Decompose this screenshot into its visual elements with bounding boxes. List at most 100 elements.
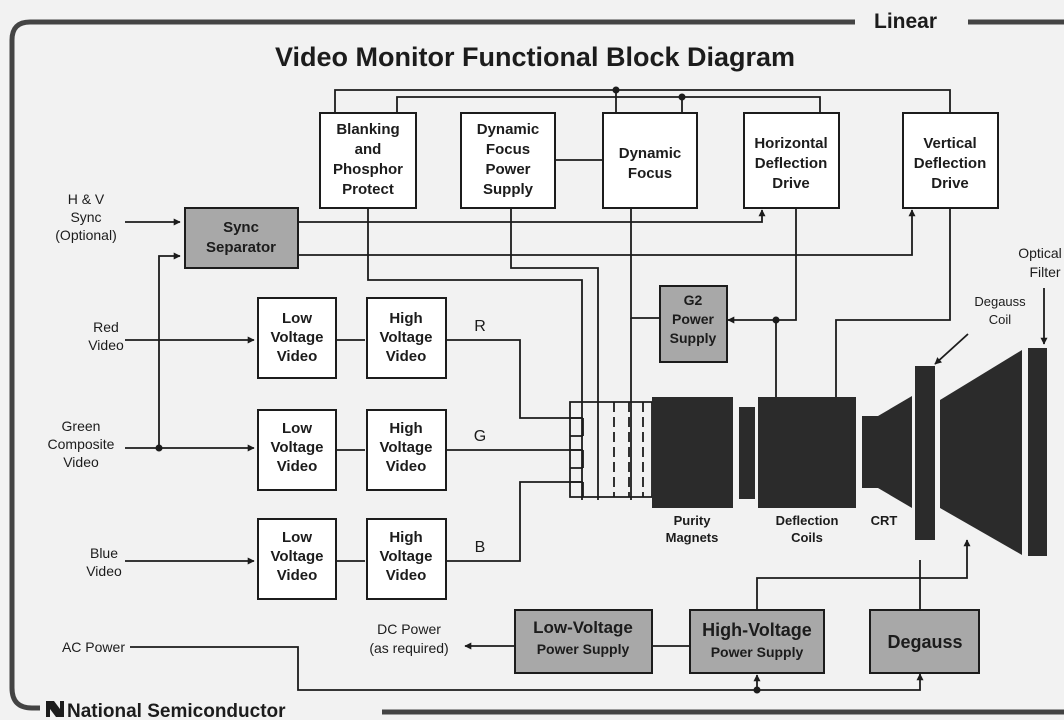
crt-assembly (652, 348, 1047, 556)
red-video-label-2: Video (88, 337, 124, 353)
low-voltage-video-blue-block (257, 518, 337, 600)
red-video-label-1: Red (93, 319, 119, 335)
ns-logo-icon (46, 701, 64, 717)
vertical-deflection-drive-block (902, 112, 999, 209)
hv-ps-label-2: Power Supply (711, 644, 804, 660)
degauss-coil-shape (915, 366, 935, 540)
blue-video-label-2: Video (86, 563, 122, 579)
sync-sep-label-1: Sync (223, 219, 259, 236)
page-frame (9, 19, 1064, 715)
optical-filter-label-1: Optical (1018, 245, 1062, 261)
blanking-phosphor-protect-block (319, 112, 417, 209)
page-title: Video Monitor Functional Block Diagram (275, 42, 795, 72)
g2-label-2: Power (672, 311, 715, 327)
lvv-blue-3: Video (277, 567, 318, 584)
vert-drive-label-1: Vertical (923, 135, 976, 152)
national-semiconductor-logo: National Semiconductor (46, 701, 286, 720)
lvv-green-2: Voltage (270, 439, 323, 456)
horiz-drive-label-1: Horizontal (754, 135, 827, 152)
ac-power-label: AC Power (62, 639, 125, 655)
vert-drive-label-2: Deflection (914, 155, 987, 172)
blanking-label-3: Phosphor (333, 161, 403, 178)
horiz-drive-label-3: Drive (772, 175, 810, 192)
hvv-red-2: Voltage (379, 329, 432, 346)
optical-filter-shape (1028, 348, 1047, 556)
channel-label-b: B (475, 539, 486, 556)
hvv-green-1: High (389, 420, 422, 437)
channel-label-g: G (474, 428, 486, 445)
dyn-focus-ps-label-1: Dynamic (477, 121, 540, 138)
high-voltage-power-supply-block (689, 609, 825, 674)
purity-magnets-shape (652, 397, 733, 508)
degauss-coil-label-2: Coil (989, 312, 1012, 327)
sync-separator-block (184, 207, 299, 269)
hvv-red-1: High (389, 310, 422, 327)
purity-magnets-label-1: Purity (674, 513, 712, 528)
g2-label-3: Supply (670, 330, 717, 346)
low-voltage-video-green-block (257, 409, 337, 491)
deflection-coils-label-2: Coils (791, 530, 823, 545)
high-voltage-video-red-block (366, 297, 447, 379)
dynamic-focus-block (602, 112, 698, 209)
footer-logo-text: National Semiconductor (67, 701, 286, 720)
lv-ps-label-2: Power Supply (537, 641, 630, 657)
green-video-label-3: Video (63, 454, 99, 470)
blue-video-label-1: Blue (90, 545, 118, 561)
dc-power-label-2: (as required) (369, 640, 448, 656)
low-voltage-video-red-block (257, 297, 337, 379)
blanking-label-2: and (355, 141, 382, 158)
lvv-red-1: Low (282, 310, 312, 327)
lvv-blue-1: Low (282, 529, 312, 546)
degauss-label: Degauss (887, 632, 962, 652)
purity-magnets-label-2: Magnets (666, 530, 719, 545)
lvv-blue-2: Voltage (270, 548, 323, 565)
high-voltage-video-green-block (366, 409, 447, 491)
blanking-label-1: Blanking (336, 121, 399, 138)
hv-ps-label-1: High-Voltage (702, 620, 812, 640)
low-voltage-power-supply-block (514, 609, 653, 674)
horiz-drive-label-2: Deflection (755, 155, 828, 172)
dc-power-label-1: DC Power (377, 621, 441, 637)
hv-sync-label-2: Sync (70, 209, 101, 225)
dyn-focus-label-1: Dynamic (619, 145, 682, 162)
optical-filter-label-2: Filter (1029, 264, 1060, 280)
deflection-coils-shape (758, 397, 856, 508)
hvv-green-3: Video (386, 458, 427, 475)
dyn-focus-label-2: Focus (628, 165, 672, 182)
header-tag: Linear (874, 10, 937, 33)
sync-sep-label-2: Separator (206, 239, 276, 256)
crt-label: CRT (871, 513, 898, 528)
hvv-red-3: Video (386, 348, 427, 365)
g2-power-supply-block (659, 285, 728, 363)
horizontal-deflection-drive-block (743, 112, 840, 209)
lvv-green-1: Low (282, 420, 312, 437)
lvv-red-3: Video (277, 348, 318, 365)
hv-sync-label-1: H & V (68, 191, 105, 207)
junction-dots (155, 86, 780, 694)
green-video-label-2: Composite (48, 436, 115, 452)
degauss-block (869, 609, 980, 674)
blanking-label-4: Protect (342, 181, 394, 198)
vert-drive-label-3: Drive (931, 175, 969, 192)
dyn-focus-ps-label-4: Supply (483, 181, 534, 198)
lvv-green-3: Video (277, 458, 318, 475)
dynamic-focus-power-supply-block (460, 112, 556, 209)
hvv-blue-1: High (389, 529, 422, 546)
deflection-coils-label-1: Deflection (776, 513, 839, 528)
g2-label-1: G2 (684, 292, 703, 308)
hvv-blue-3: Video (386, 567, 427, 584)
crt-shape (862, 396, 912, 508)
lvv-red-2: Voltage (270, 329, 323, 346)
lv-ps-label-1: Low-Voltage (533, 618, 633, 637)
hv-sync-label-3: (Optional) (55, 227, 116, 243)
dyn-focus-ps-label-2: Focus (486, 141, 530, 158)
dyn-focus-ps-label-3: Power (485, 161, 530, 178)
degauss-coil-label-1: Degauss (974, 294, 1026, 309)
hvv-green-2: Voltage (379, 439, 432, 456)
high-voltage-video-blue-block (366, 518, 447, 600)
channel-label-r: R (474, 318, 486, 335)
green-video-label-1: Green (62, 418, 101, 434)
hvv-blue-2: Voltage (379, 548, 432, 565)
